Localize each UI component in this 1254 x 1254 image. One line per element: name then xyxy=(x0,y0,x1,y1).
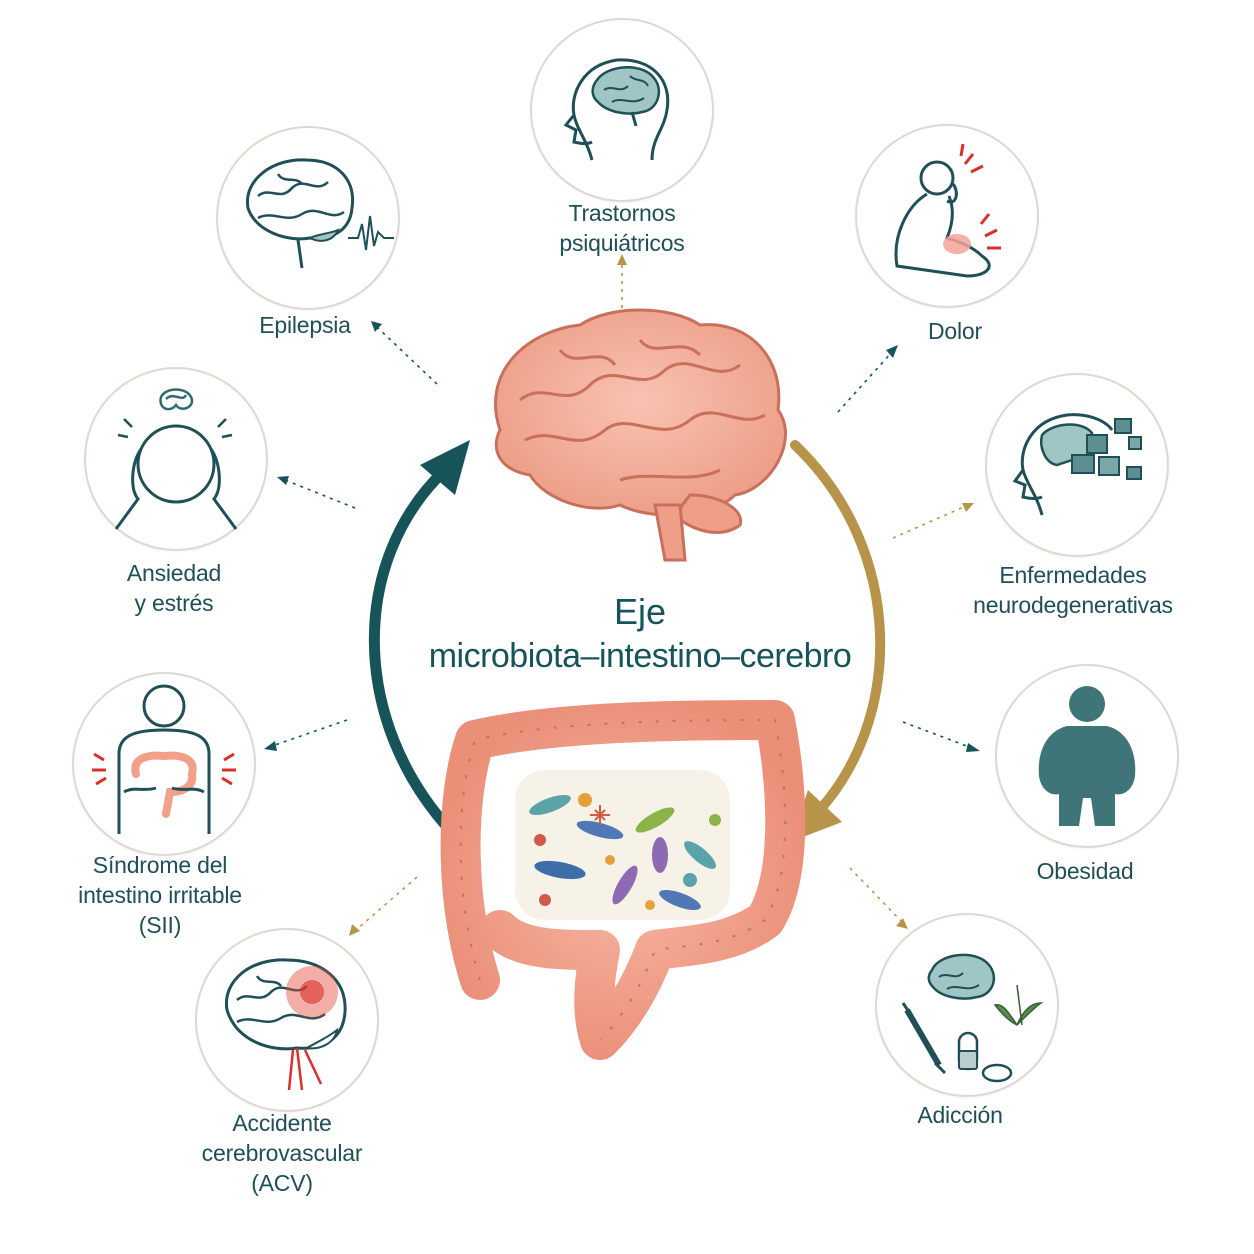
stress-head-icon xyxy=(114,388,238,530)
node-adiccion-label: Adicción xyxy=(917,1102,1003,1128)
puzzle-brain-icon xyxy=(1012,413,1142,516)
axis-title: Eje microbiota–intestino–cerebro xyxy=(380,590,900,678)
axis-title-line2: microbiota–intestino–cerebro xyxy=(428,637,852,675)
node-obesidad-circle xyxy=(995,664,1179,848)
axis-title-line1: Eje xyxy=(613,591,667,632)
node-sii-circle xyxy=(72,672,256,856)
node-dolor-circle xyxy=(855,124,1039,308)
node-sii-label: Síndrome del intestino irritable (SII) xyxy=(78,852,242,938)
abdominal-pain-icon xyxy=(92,684,236,834)
node-adiccion-circle xyxy=(875,913,1059,1097)
node-psiquiatricos-label: Trastornos psiquiátricos xyxy=(559,200,685,256)
node-neuro-circle xyxy=(985,373,1169,557)
connector-arrowheads xyxy=(264,254,980,936)
node-obesidad-label: Obesidad xyxy=(1036,858,1134,884)
node-ansiedad-circle xyxy=(84,367,268,551)
node-ansiedad-label: Ansiedad y estrés xyxy=(126,560,222,616)
gold-arrow xyxy=(790,440,886,820)
node-acv-circle xyxy=(195,928,379,1112)
teal-arrow xyxy=(368,464,456,836)
node-epilepsia-label: Epilepsia xyxy=(259,312,351,338)
head-brain-icon xyxy=(563,58,670,161)
node-acv-label: Accidente cerebrovascular (ACV) xyxy=(201,1110,363,1196)
node-dolor-label: Dolor xyxy=(928,318,982,344)
central-brain xyxy=(494,308,787,562)
node-psiquiatricos-circle xyxy=(530,18,714,202)
teal-arrowhead xyxy=(420,440,470,495)
node-neuro-label: Enfermedades neurodegenerativas xyxy=(973,562,1173,618)
connectors xyxy=(271,262,973,931)
addiction-icon xyxy=(901,953,1044,1083)
node-epilepsia-circle xyxy=(216,126,400,310)
person-pain-icon xyxy=(894,143,1001,278)
central-gut xyxy=(440,700,806,1060)
stroke-brain-icon xyxy=(224,958,347,1091)
obese-person-icon xyxy=(1038,686,1136,826)
brain-eeg-icon xyxy=(246,158,394,269)
